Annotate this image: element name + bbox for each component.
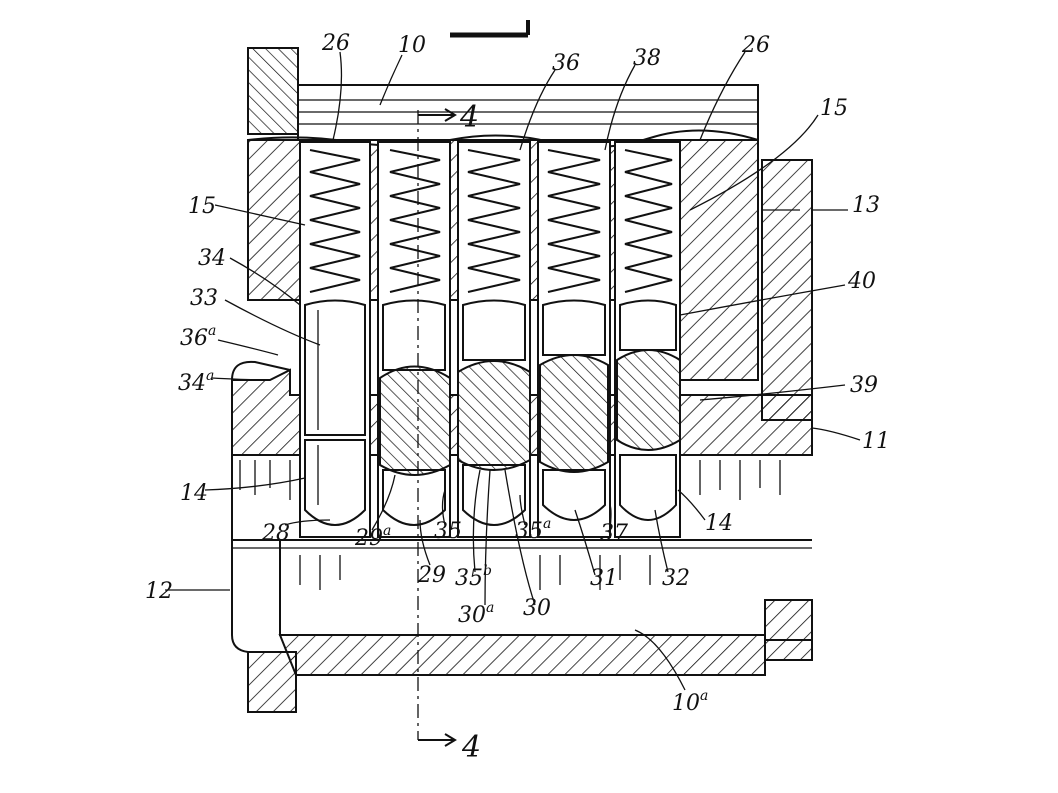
label-39: 39: [850, 373, 878, 398]
side-plate-13: [761, 159, 813, 421]
label-13: 13: [852, 193, 880, 218]
wafer-elements: [379, 349, 681, 476]
label-26-right: 26: [741, 33, 770, 58]
label-34: 34: [198, 246, 226, 271]
keyway-body: [231, 455, 813, 713]
label-35: 35: [434, 519, 462, 544]
label-14-right: 14: [705, 511, 733, 536]
label-38: 38: [633, 46, 661, 71]
section-mark-bottom: 4: [461, 730, 481, 765]
label-34a: 34a: [178, 368, 214, 396]
label-35a: 35a: [515, 516, 551, 544]
label-40: 40: [847, 269, 876, 294]
driver-pins: [304, 299, 677, 436]
label-32: 32: [662, 566, 690, 591]
top-marker: [450, 20, 530, 38]
label-36: 36: [552, 51, 580, 76]
section-mark-top: 4: [459, 100, 479, 135]
label-30: 30: [523, 596, 551, 621]
housing-top: [247, 47, 759, 141]
label-28: 28: [261, 521, 290, 546]
label-14-left: 14: [180, 481, 208, 506]
label-12: 12: [145, 579, 173, 604]
section-line-4-4: [417, 108, 457, 747]
springs: [309, 149, 673, 293]
label-29: 29: [417, 563, 446, 588]
label-15-left: 15: [188, 194, 216, 219]
label-37: 37: [600, 521, 628, 546]
label-10a: 10a: [672, 688, 708, 716]
label-29a: 29a: [354, 523, 391, 551]
label-35b: 35b: [455, 563, 492, 591]
label-26-left: 26: [321, 31, 350, 56]
leader-lines: [165, 51, 861, 691]
label-10: 10: [398, 33, 426, 58]
label-36a: 36a: [180, 323, 216, 351]
reference-labels: 26 10 26 36 38 15 15 13 34 40 33 36a 34a…: [145, 31, 890, 765]
label-15-right: 15: [820, 96, 848, 121]
label-11: 11: [862, 429, 890, 454]
label-30a: 30a: [458, 600, 494, 628]
label-33: 33: [190, 286, 218, 311]
label-31: 31: [590, 566, 618, 591]
